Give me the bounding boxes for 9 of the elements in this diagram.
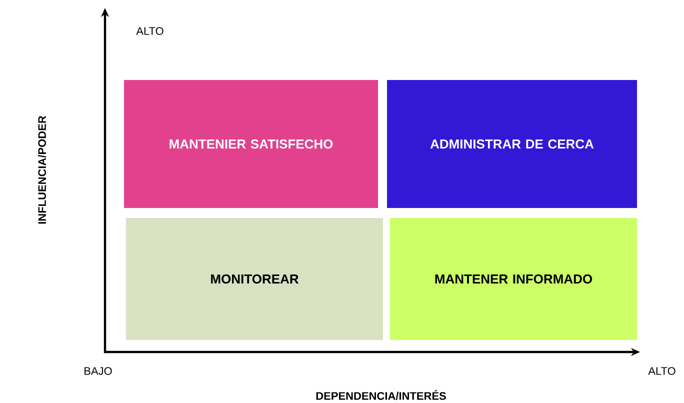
axis-label: ALTO xyxy=(648,367,676,375)
quadrant-box: ADMINISTRAR DE CERCA xyxy=(387,80,637,208)
quadrant-box: MONITOREAR xyxy=(126,218,383,340)
axis-label: ALTO xyxy=(136,27,164,35)
axis-title: DEPENDENCIA/INTERÉS xyxy=(316,390,446,400)
quadrant-box: MANTENER INFORMADO xyxy=(390,218,637,340)
axis-label: BAJO xyxy=(84,367,112,375)
axis-title: INFLUENCIA/PODER xyxy=(38,116,46,224)
quadrant-box: MANTENIER SATISFECHO xyxy=(124,80,378,208)
